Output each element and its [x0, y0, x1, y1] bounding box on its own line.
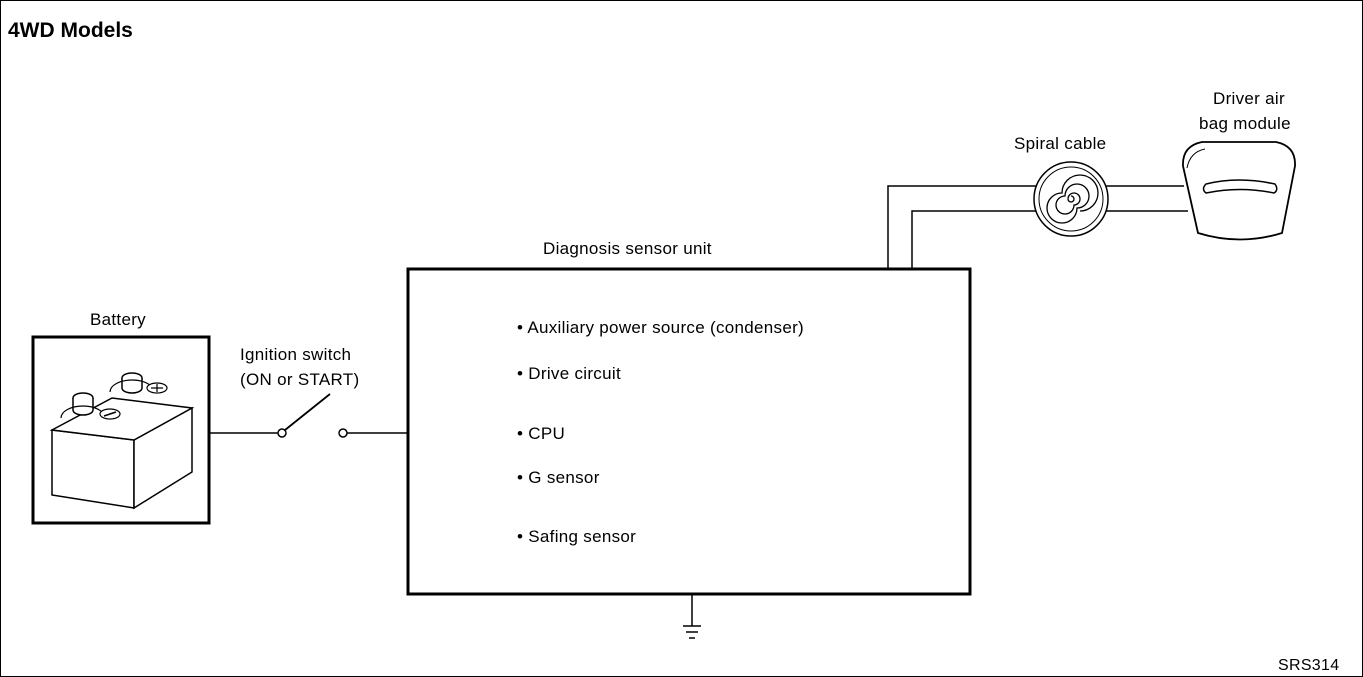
- spiral-cable-label: Spiral cable: [1014, 134, 1107, 153]
- ground-symbol-icon: [683, 594, 701, 639]
- ignition-switch-icon: [277, 393, 348, 438]
- unit-list-item: • Auxiliary power source (condenser): [517, 318, 804, 337]
- unit-list-item-text: G sensor: [528, 468, 600, 487]
- diagnosis-unit-label: Diagnosis sensor unit: [543, 239, 712, 258]
- airbag-module-label-line1: Driver air: [1213, 89, 1285, 108]
- battery-label: Battery: [90, 310, 146, 329]
- battery-icon: [31, 335, 211, 525]
- unit-list-item: • CPU: [517, 424, 566, 443]
- harness-wires: [887, 185, 1188, 269]
- airbag-module-label-line2: bag module: [1199, 114, 1291, 133]
- diagnosis-sensor-unit-box: [406, 267, 972, 596]
- unit-list-item-text: CPU: [528, 424, 566, 443]
- unit-list-item: • Safing sensor: [517, 527, 637, 546]
- unit-list-item-text: Auxiliary power source (condenser): [527, 318, 804, 337]
- unit-list-item-text: Safing sensor: [528, 527, 637, 546]
- ignition-switch-label-line2: (ON or START): [240, 370, 360, 389]
- page-title: 4WD Models: [8, 19, 133, 42]
- driver-airbag-module-icon: [1182, 141, 1296, 241]
- unit-list-item-text: Drive circuit: [528, 364, 621, 383]
- figure-code: SRS314: [1278, 657, 1340, 674]
- unit-list-item: • Drive circuit: [517, 364, 621, 383]
- ignition-switch-label-line1: Ignition switch: [240, 345, 352, 364]
- spiral-cable-icon: [1033, 161, 1109, 237]
- unit-list-item: • G sensor: [517, 468, 600, 487]
